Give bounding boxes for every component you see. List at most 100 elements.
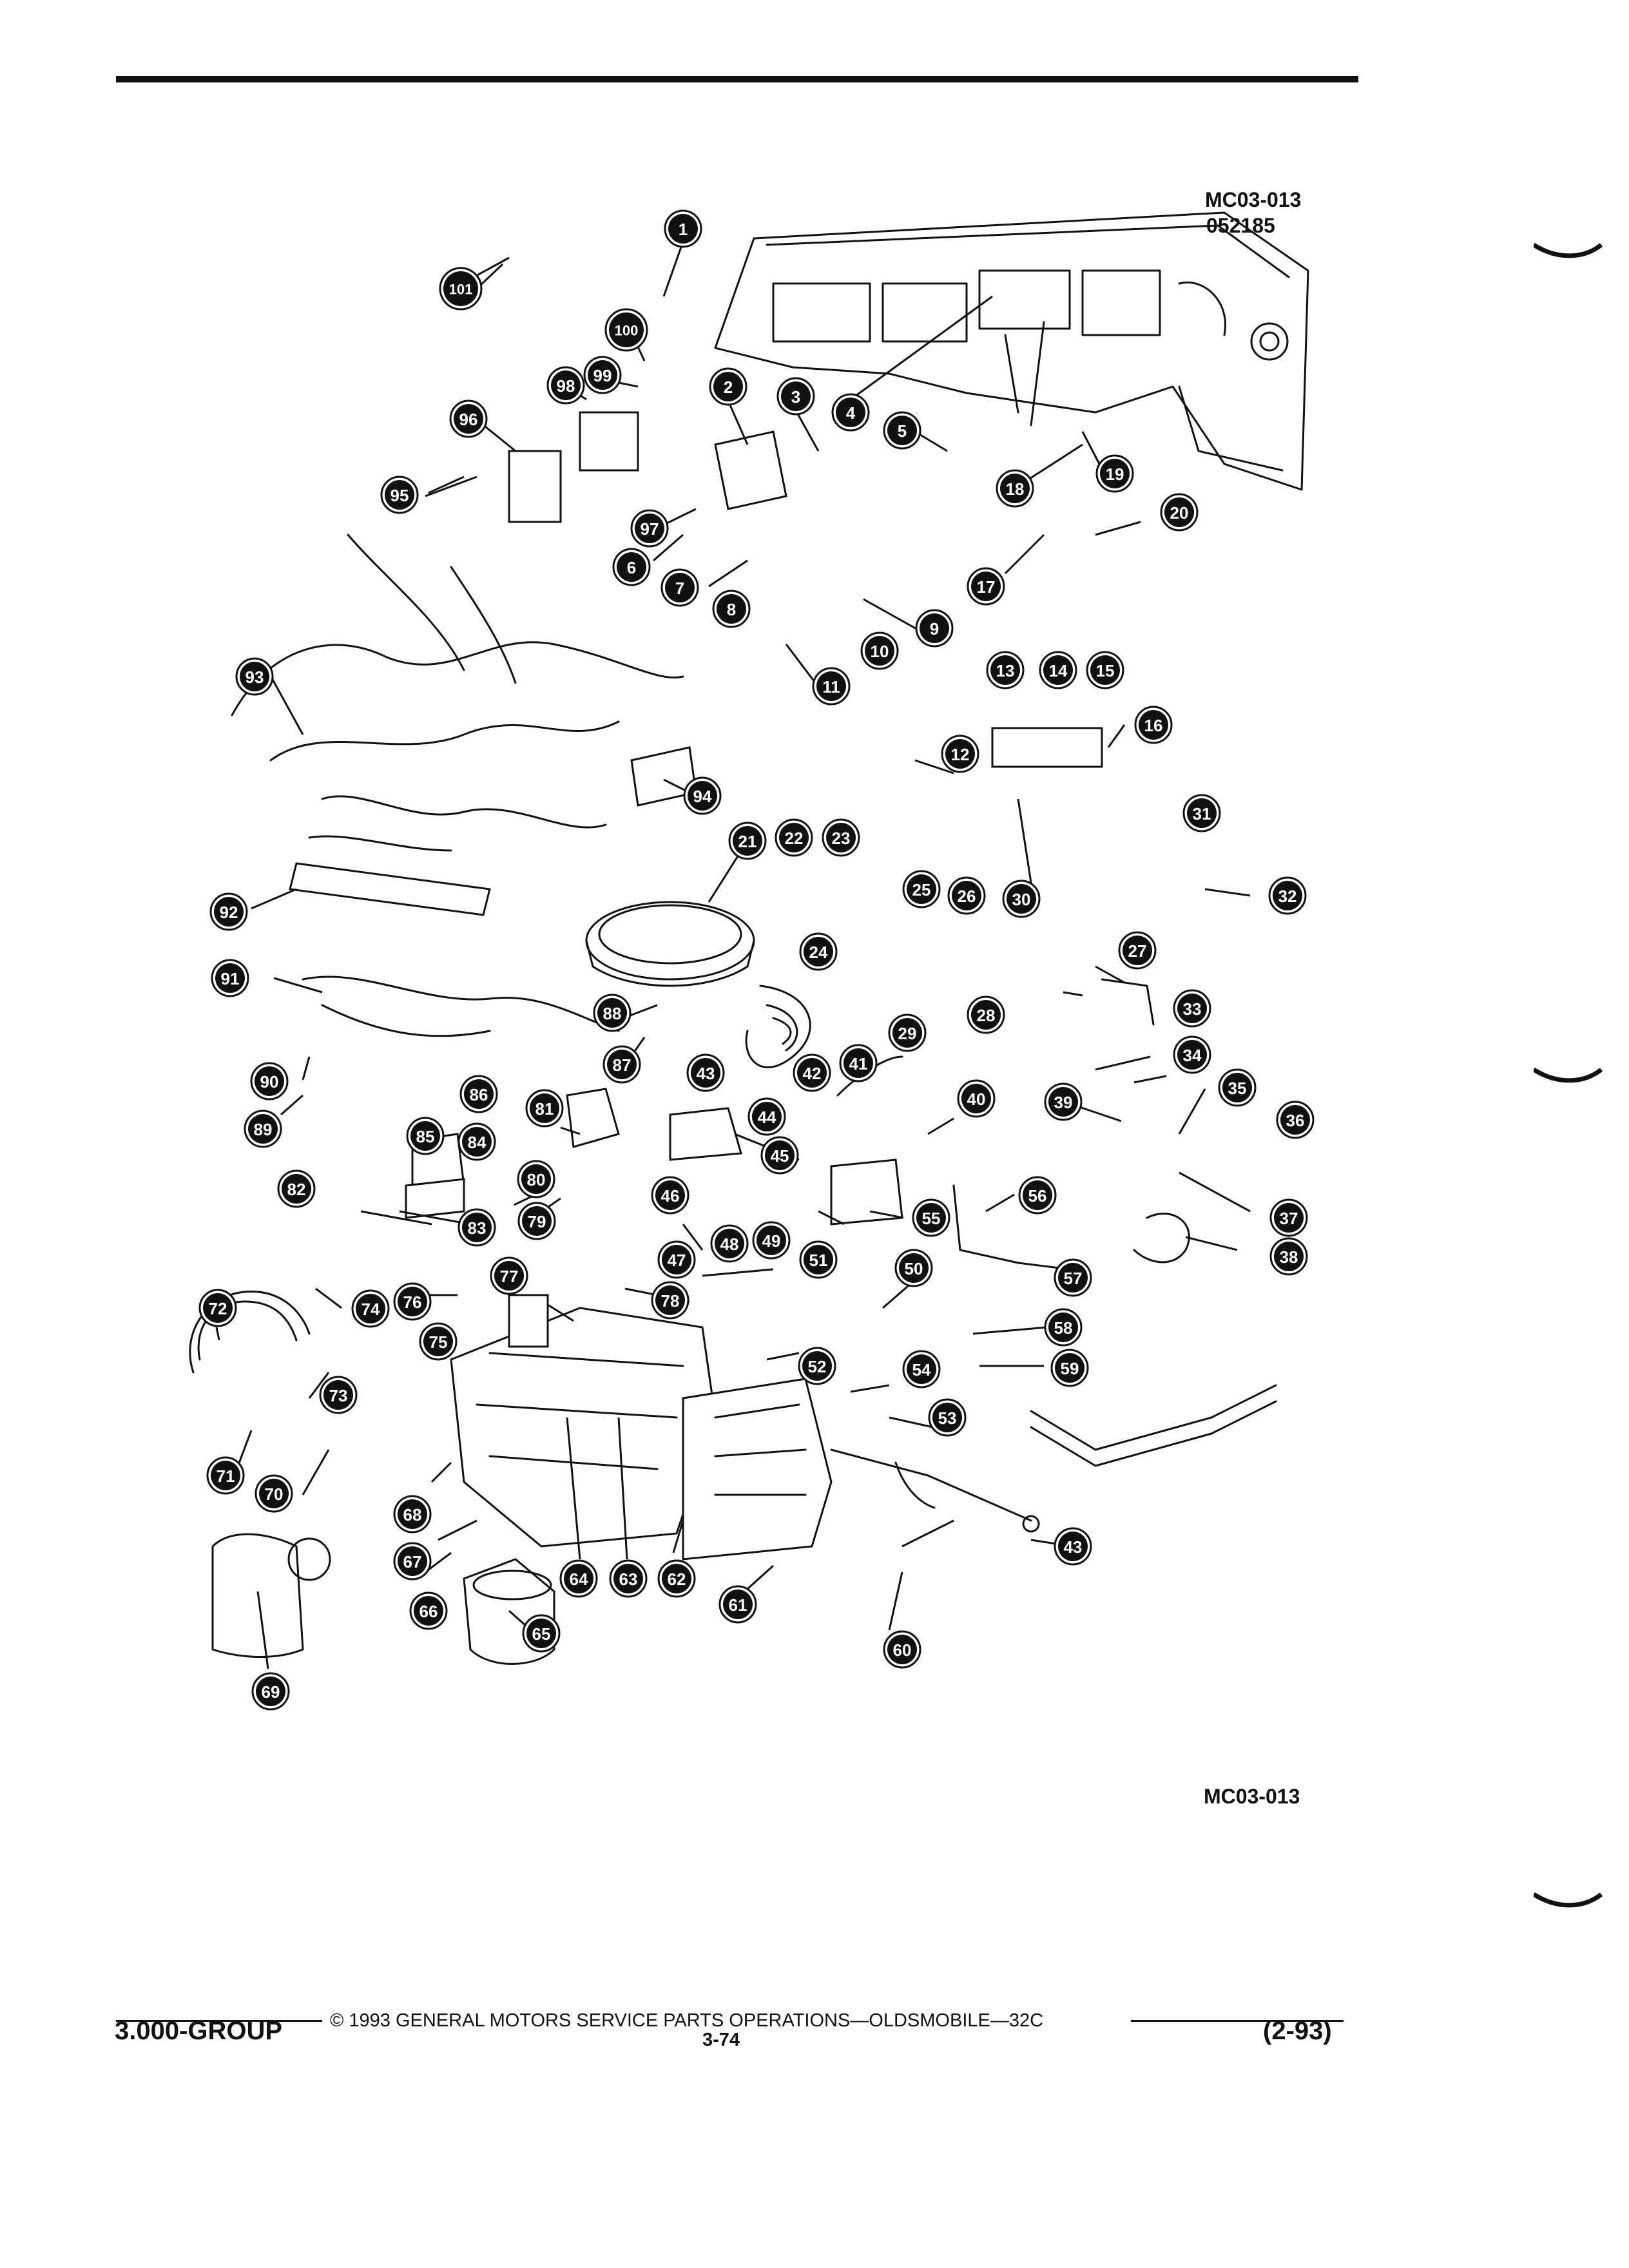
- module-98: [579, 411, 639, 472]
- callout-13: 13: [986, 651, 1025, 689]
- svg-text:43: 43: [697, 1064, 715, 1083]
- svg-text:64: 64: [570, 1570, 588, 1589]
- callout-51: 51: [799, 1240, 838, 1279]
- harness-38: [1133, 1213, 1190, 1264]
- svg-text:11: 11: [822, 677, 840, 697]
- coolant-reservoir: [211, 1533, 331, 1658]
- svg-text:6: 6: [627, 558, 636, 577]
- footer-date: (2-93): [1263, 2017, 1332, 2045]
- footer-copyright: © 1993 GENERAL MOTORS SERVICE PARTS OPER…: [330, 2010, 1044, 2031]
- svg-text:74: 74: [361, 1300, 380, 1319]
- callout-22: 22: [775, 818, 813, 857]
- bracket-45: [669, 1107, 742, 1161]
- callout-38: 38: [1269, 1237, 1308, 1276]
- callout-23: 23: [822, 818, 860, 857]
- callout-61: 61: [718, 1585, 757, 1624]
- svg-text:7: 7: [675, 579, 684, 598]
- callout-55: 55: [912, 1198, 950, 1237]
- callout-5: 5: [883, 411, 921, 450]
- svg-text:25: 25: [912, 880, 931, 899]
- callout-45: 45: [760, 1136, 799, 1175]
- svg-text:60: 60: [893, 1640, 912, 1660]
- figure-code-top: MC03-013: [1205, 188, 1302, 211]
- svg-text:45: 45: [771, 1146, 789, 1166]
- callout-74: 74: [351, 1289, 390, 1328]
- svg-text:89: 89: [254, 1120, 273, 1139]
- svg-text:101: 101: [449, 282, 473, 298]
- callout-84: 84: [458, 1122, 496, 1161]
- callout-98: 98: [546, 366, 585, 405]
- svg-text:43: 43: [1064, 1537, 1083, 1557]
- svg-text:81: 81: [535, 1099, 554, 1119]
- svg-text:21: 21: [738, 832, 757, 851]
- air-cleaner: [585, 901, 755, 987]
- callout-35: 35: [1218, 1068, 1257, 1107]
- svg-text:37: 37: [1280, 1209, 1298, 1228]
- steering-gear: [830, 1448, 1040, 1533]
- callout-68: 68: [393, 1495, 432, 1533]
- footer-group: 3.000-GROUP: [115, 2017, 283, 2045]
- callout-93: 93: [235, 657, 274, 696]
- callout-73: 73: [319, 1376, 358, 1414]
- callout-87: 87: [602, 1045, 641, 1084]
- callout-50: 50: [894, 1249, 933, 1287]
- callout-66: 66: [409, 1591, 448, 1630]
- svg-text:10: 10: [871, 642, 889, 661]
- svg-text:29: 29: [898, 1024, 917, 1043]
- footer-page-number: 3-74: [702, 2030, 740, 2050]
- callout-6: 6: [612, 548, 651, 586]
- callout-100: 100: [604, 308, 648, 352]
- callout-67: 67: [393, 1542, 432, 1581]
- svg-text:27: 27: [1128, 941, 1147, 961]
- svg-text:23: 23: [832, 829, 851, 848]
- callout-81: 81: [525, 1089, 564, 1128]
- svg-text:53: 53: [938, 1408, 957, 1428]
- svg-text:93: 93: [246, 668, 264, 687]
- svg-text:9: 9: [930, 619, 939, 639]
- callout-53: 53: [928, 1398, 967, 1437]
- svg-text:91: 91: [221, 969, 240, 988]
- callout-24: 24: [799, 932, 838, 971]
- callout-27: 27: [1118, 931, 1157, 970]
- regulator-81: [566, 1088, 620, 1148]
- callout-92: 92: [209, 892, 248, 931]
- svg-text:67: 67: [403, 1552, 422, 1571]
- callout-72: 72: [198, 1289, 237, 1327]
- callout-59: 59: [1050, 1349, 1089, 1387]
- callout-62: 62: [657, 1559, 696, 1598]
- callout-83: 83: [458, 1208, 496, 1247]
- callout-12: 12: [941, 735, 979, 773]
- svg-text:38: 38: [1280, 1247, 1298, 1267]
- intake-duct: [745, 985, 811, 1069]
- harness-91: [302, 975, 620, 1032]
- svg-text:30: 30: [1012, 890, 1031, 909]
- callout-57: 57: [1054, 1258, 1092, 1297]
- callout-77: 77: [490, 1256, 528, 1295]
- callout-88: 88: [593, 994, 631, 1032]
- svg-text:16: 16: [1144, 716, 1163, 735]
- svg-text:5: 5: [898, 421, 907, 441]
- module-2: [714, 430, 787, 510]
- top-rule: [116, 76, 1358, 82]
- callout-20: 20: [1160, 493, 1199, 532]
- svg-text:79: 79: [528, 1212, 546, 1231]
- svg-text:26: 26: [958, 887, 976, 906]
- svg-text:83: 83: [468, 1218, 487, 1238]
- callout-21: 21: [728, 822, 767, 860]
- svg-text:96: 96: [459, 410, 478, 429]
- svg-text:65: 65: [532, 1624, 551, 1644]
- svg-text:12: 12: [951, 745, 970, 764]
- callout-46: 46: [651, 1176, 689, 1215]
- callout-9: 9: [915, 609, 954, 648]
- callout-85: 85: [406, 1117, 445, 1155]
- svg-text:47: 47: [668, 1251, 686, 1270]
- callout-1: 1: [664, 209, 702, 248]
- svg-text:73: 73: [329, 1386, 348, 1405]
- svg-text:31: 31: [1193, 804, 1211, 823]
- svg-text:15: 15: [1096, 661, 1115, 680]
- svg-text:39: 39: [1054, 1093, 1073, 1112]
- vapor-canister-85: [405, 1178, 465, 1219]
- callout-29: 29: [888, 1014, 927, 1052]
- engine-assembly: [450, 1294, 833, 1561]
- callout-2: 2: [709, 367, 747, 406]
